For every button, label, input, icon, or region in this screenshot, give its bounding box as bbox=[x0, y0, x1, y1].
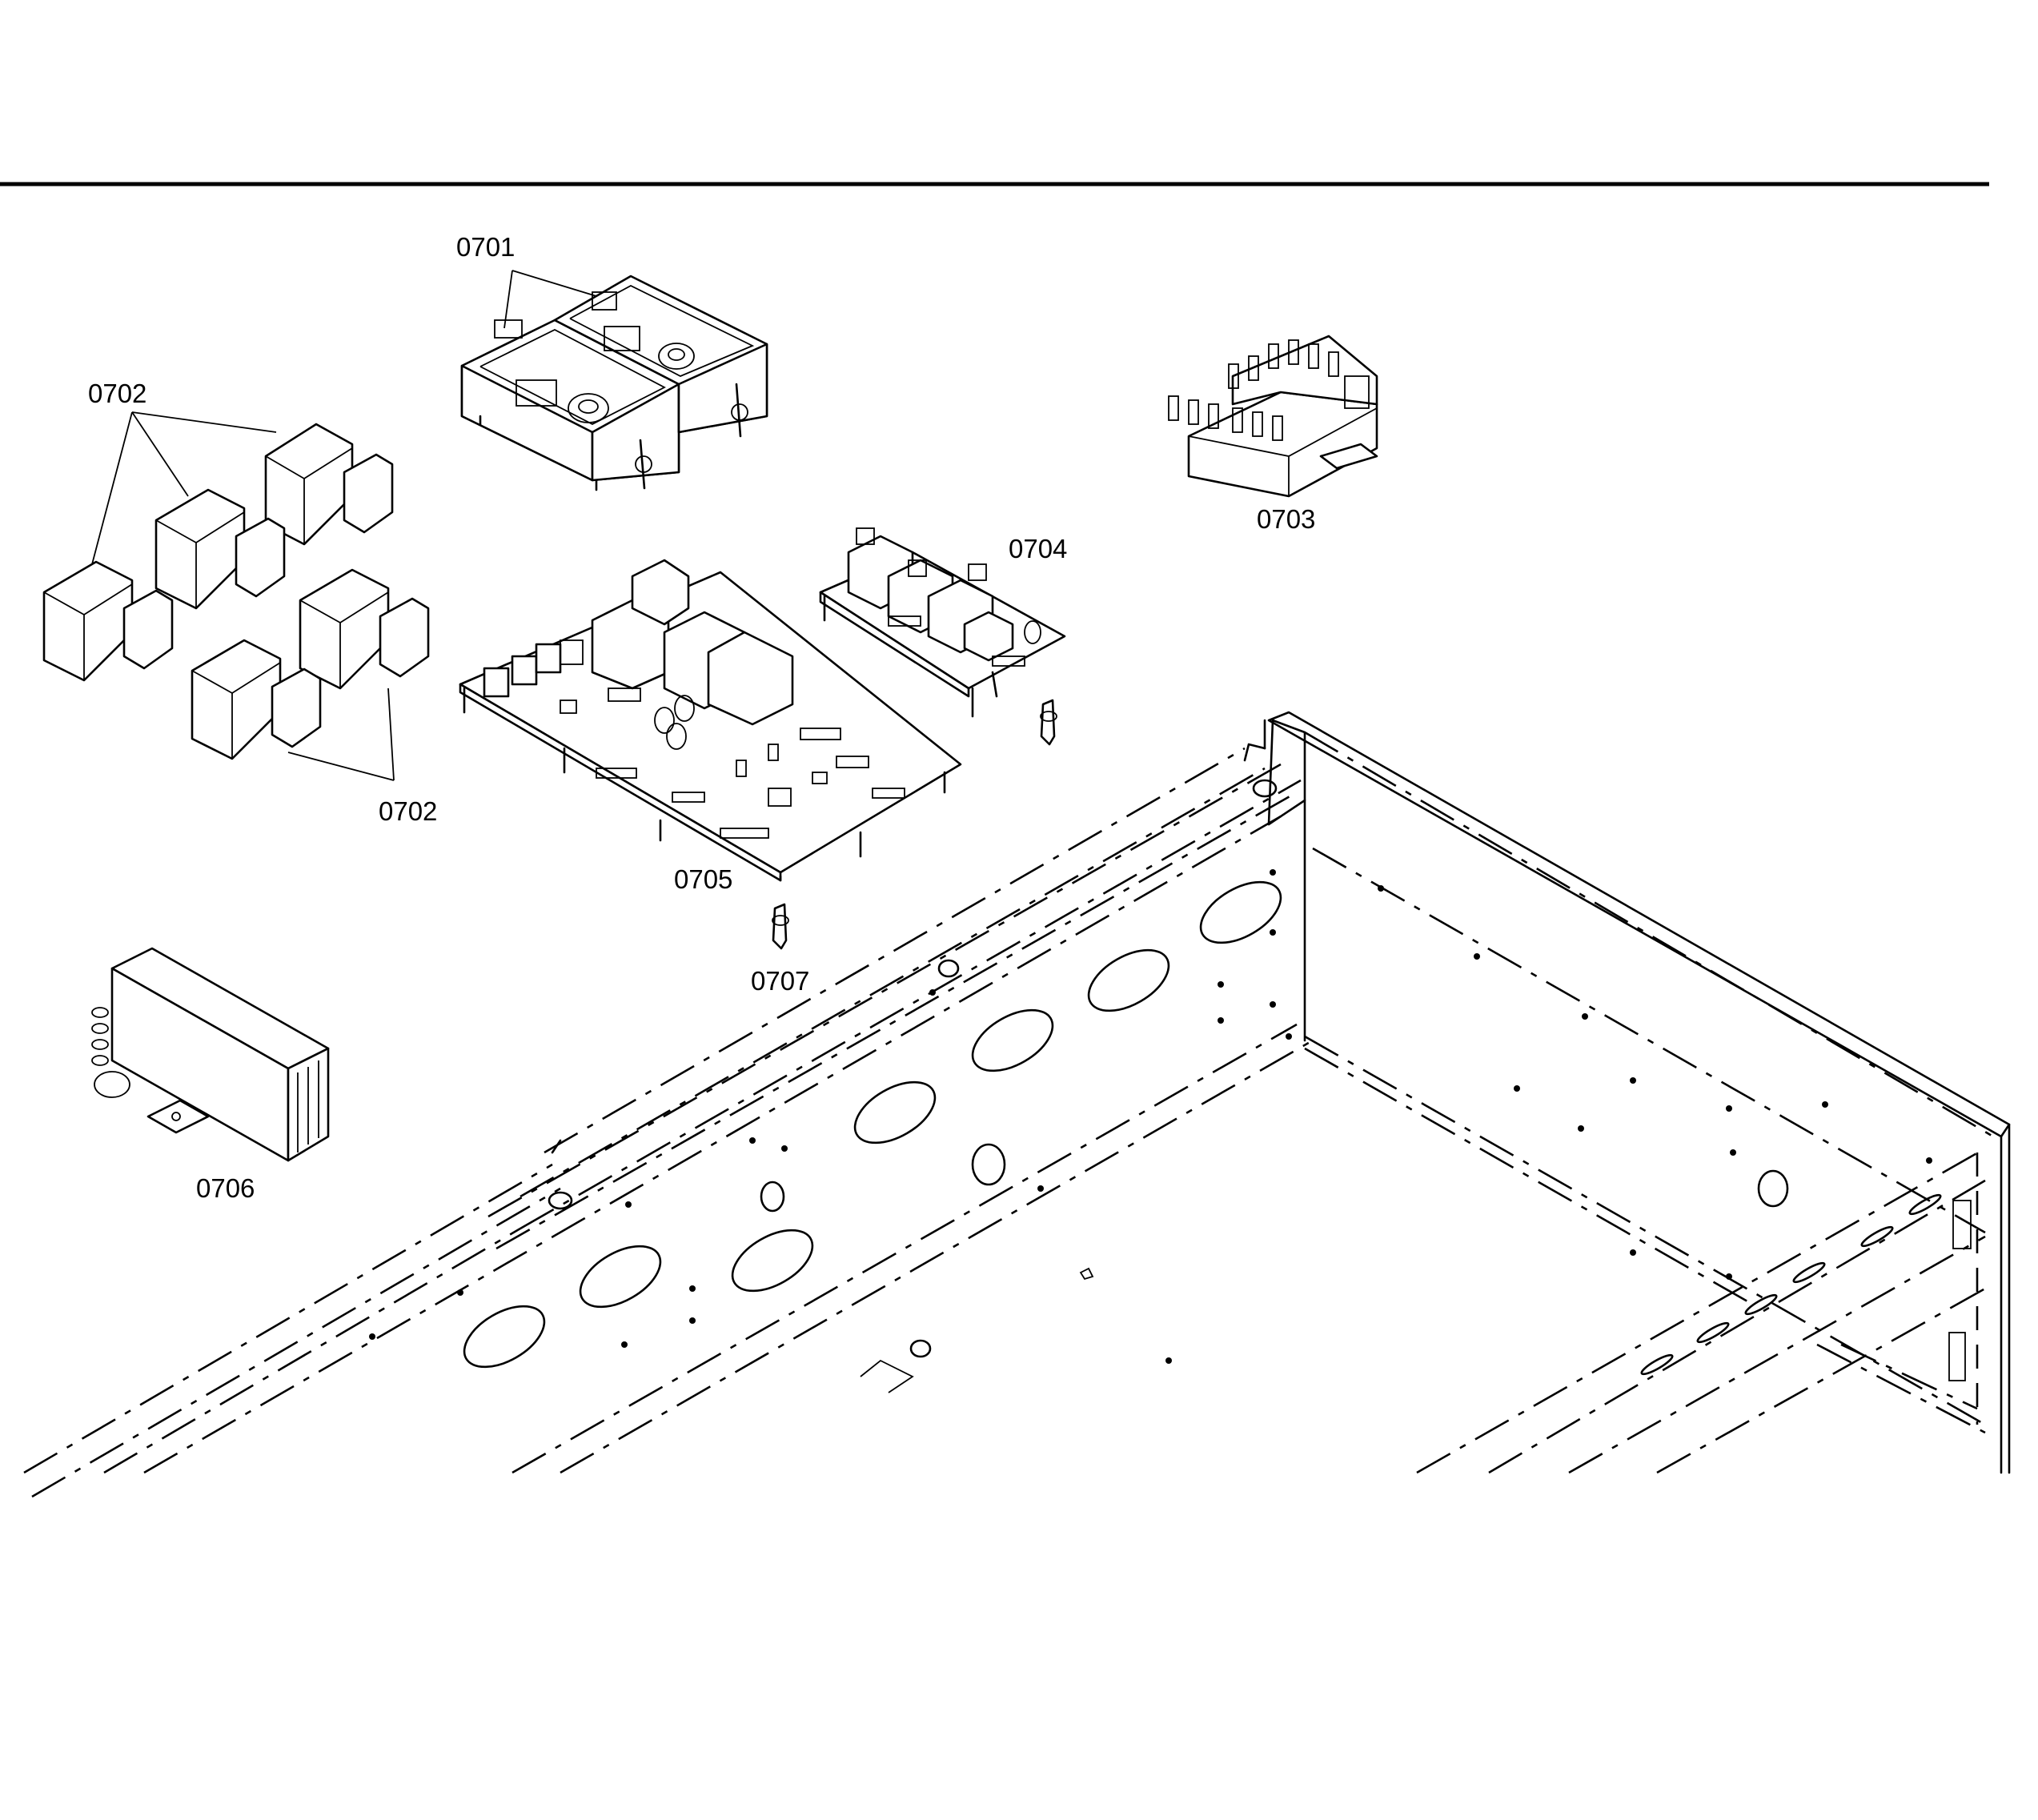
part-0704-relay-board[interactable] bbox=[819, 527, 1066, 718]
part-0706-filter-box[interactable] bbox=[91, 947, 330, 1162]
part-0702-blocks-upper[interactable] bbox=[42, 411, 394, 682]
label-0701: 0701 bbox=[456, 232, 515, 262]
part-0702-blocks-lower[interactable] bbox=[191, 568, 430, 781]
label-0707: 0707 bbox=[751, 966, 809, 996]
label-0702-upper: 0702 bbox=[88, 379, 146, 408]
label-0702-lower: 0702 bbox=[379, 796, 437, 826]
part-0703-terminal-block[interactable] bbox=[1168, 335, 1378, 498]
part-0707-standoff[interactable] bbox=[772, 699, 1057, 950]
label-0704: 0704 bbox=[1009, 534, 1067, 563]
label-0703: 0703 bbox=[1257, 504, 1315, 534]
chassis-frame bbox=[23, 711, 2011, 1498]
label-0705: 0705 bbox=[674, 864, 732, 894]
label-0706: 0706 bbox=[196, 1173, 255, 1203]
part-0701-switch-boxes[interactable] bbox=[460, 270, 768, 491]
part-0705-control-board[interactable] bbox=[459, 559, 962, 882]
